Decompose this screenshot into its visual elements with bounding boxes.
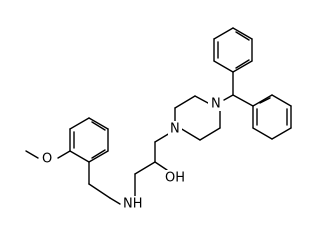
atom-label-methoxy-oxygen: O — [42, 152, 52, 167]
atom-label-benzhydryl-n: N — [211, 97, 221, 112]
benzhydryl-group — [223, 71, 254, 107]
atom-label-piperazine-n: N — [170, 122, 180, 137]
atom-labels: N N OH NH O — [40, 96, 222, 212]
methoxyphenyl-ring — [69, 117, 109, 163]
methoxy-group — [25, 150, 71, 159]
propanol-chain — [134, 132, 171, 197]
atom-label-hydroxyl: OH — [165, 171, 185, 186]
piperazine-ring — [174, 95, 221, 141]
right-phenyl-ring — [252, 94, 292, 140]
atom-label-amine: NH — [123, 197, 143, 212]
upper-phenyl-ring — [213, 27, 253, 73]
ethyl-linker — [88, 161, 121, 205]
chemical-structure-diagram: N N OH NH O — [25, 27, 292, 212]
